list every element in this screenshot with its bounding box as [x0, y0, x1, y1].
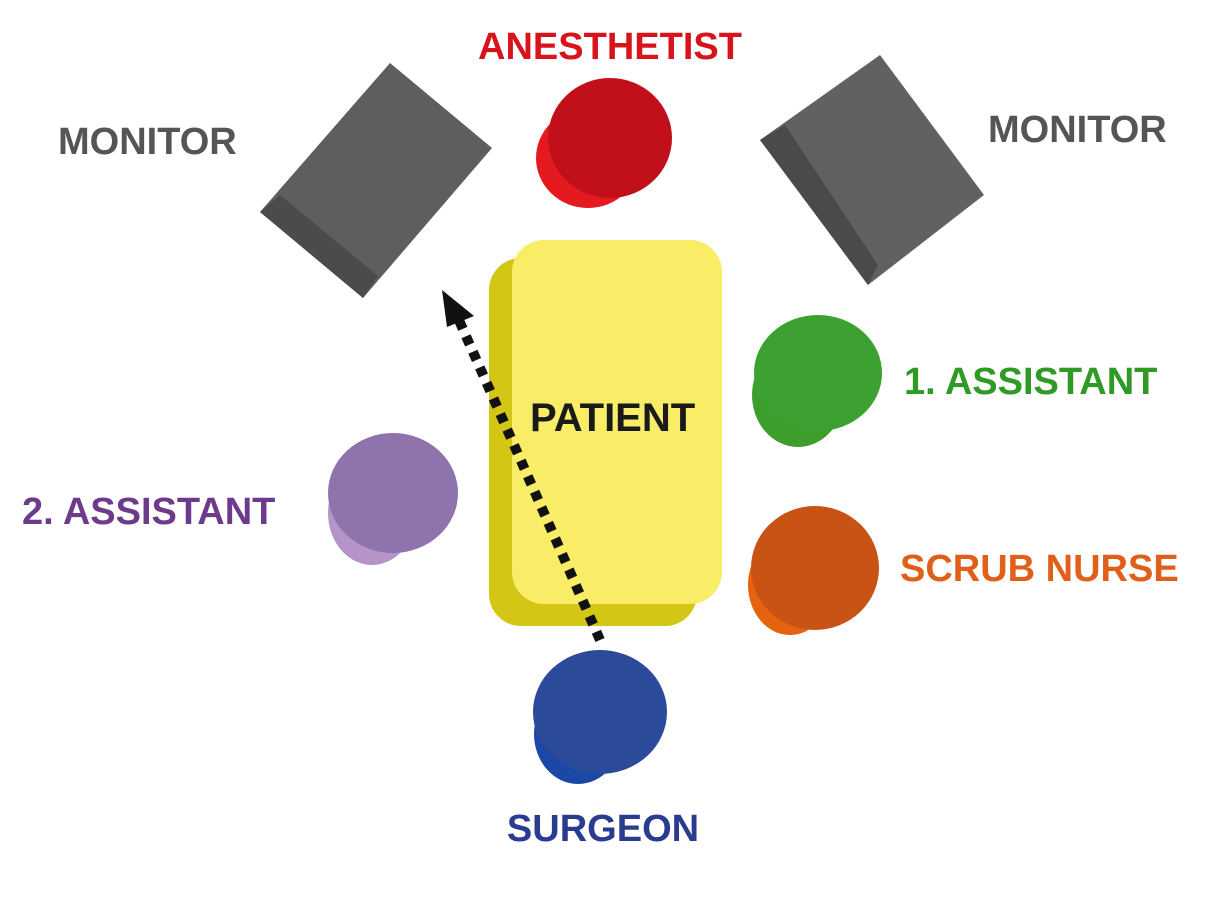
anesthetist-label: ANESTHETIST [478, 26, 742, 68]
assistant-2-figure [328, 433, 458, 565]
anesthetist-figure [536, 78, 672, 208]
movement-arrow [442, 290, 605, 643]
patient-table [489, 240, 722, 626]
patient-label: PATIENT [530, 396, 696, 440]
monitor-right [760, 55, 984, 285]
assistant-2-label: 2. ASSISTANT [22, 491, 276, 533]
monitor-left-label: MONITOR [58, 121, 237, 163]
assistant-1-figure [752, 315, 882, 447]
scrub-nurse-label: SCRUB NURSE [900, 548, 1179, 590]
surgeon-figure [533, 650, 667, 784]
monitor-right-label: MONITOR [988, 109, 1167, 151]
surgeon-label: SURGEON [506, 808, 700, 850]
monitor-left [260, 63, 492, 298]
scrub-nurse-figure [748, 506, 879, 635]
assistant-1-label: 1. ASSISTANT [904, 361, 1158, 403]
